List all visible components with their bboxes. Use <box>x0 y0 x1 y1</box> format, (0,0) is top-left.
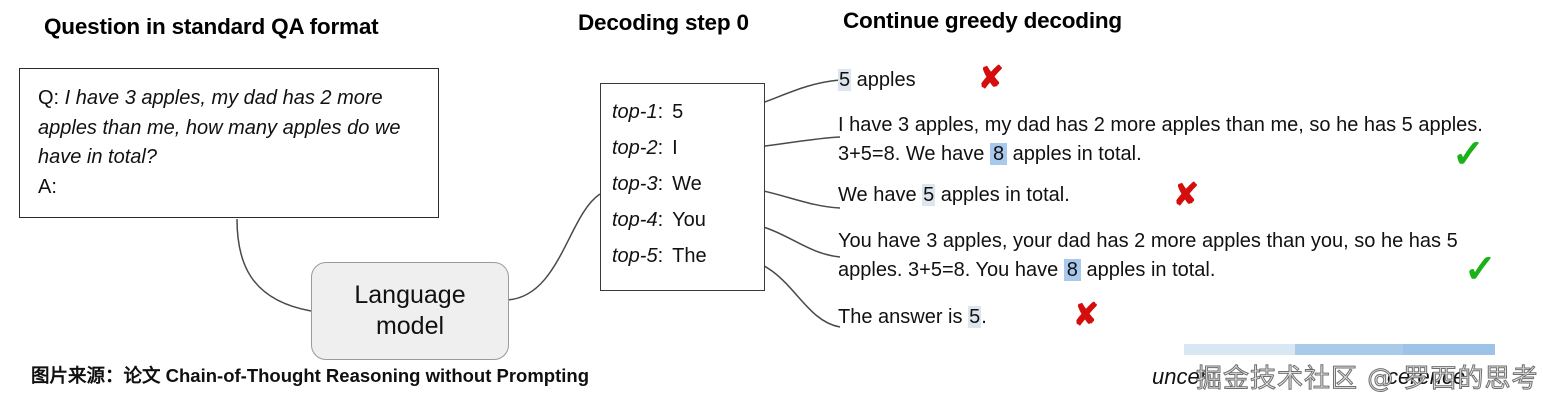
topk-colon: : <box>657 136 664 159</box>
uncertain-label: uncer <box>1152 364 1208 389</box>
topk-colon: : <box>657 208 664 231</box>
confidence-bar <box>1295 344 1403 355</box>
confidence-bar <box>1403 344 1495 355</box>
watermark-overlay: 掘金技术社区 @ 罗西的思考 <box>1196 364 1539 395</box>
language-model-line1: Language <box>354 281 466 309</box>
source-caption: 图片来源：论文 Chain-of-Thought Reasoning witho… <box>31 365 590 386</box>
continuation-row: I have 3 apples, my dad has 2 more apple… <box>838 111 1493 168</box>
continuation-row: We have 5 apples in total. <box>838 181 1168 210</box>
topk-token: 5 <box>672 100 684 123</box>
topk-colon: : <box>657 244 664 267</box>
header-question: Question in standard QA format <box>44 14 379 39</box>
qa-prefix: Q: <box>38 87 65 109</box>
qa-question-text: I have 3 apples, my dad has 2 more apple… <box>38 87 401 168</box>
topk-rank-label: top-5 <box>612 244 658 267</box>
topk-rank-label: top-1 <box>612 100 658 123</box>
highlighted-token: 8 <box>989 142 1008 165</box>
topk-candidates-box <box>600 83 765 291</box>
topk-token: You <box>672 208 706 231</box>
topk-row-4: top-4: You <box>612 202 772 238</box>
continuation-text: You have 3 apples, your dad has 2 more a… <box>838 230 1458 281</box>
highlighted-token: 5 <box>968 306 982 328</box>
header-continue-greedy-decoding: Continue greedy decoding <box>843 8 1122 33</box>
language-model-node[interactable]: Language model <box>311 262 509 360</box>
cross-icon: ✘ <box>1173 177 1199 212</box>
continuation-text: apples in total. <box>1007 142 1142 165</box>
continuation-row: 5 apples <box>838 66 1138 95</box>
check-icon: ✓ <box>1452 133 1485 176</box>
continuation-text: We have <box>838 184 923 206</box>
language-model-label: Language model <box>354 280 465 342</box>
qa-prompt-box <box>19 68 439 218</box>
check-icon: ✓ <box>1464 248 1497 291</box>
wire-lm-to-topk <box>506 193 601 301</box>
topk-row-3: top-3: We <box>612 166 772 202</box>
continuation-text: . <box>981 306 987 328</box>
confidence-bar <box>1184 344 1295 355</box>
confidence-label: cerence <box>1387 364 1466 389</box>
continuation-text: apples <box>851 69 916 91</box>
continuation-text: I have 3 apples, my dad has 2 more apple… <box>838 114 1483 165</box>
highlighted-token: 5 <box>922 184 936 206</box>
topk-row-2: top-2: I <box>612 130 772 166</box>
continuation-row: You have 3 apples, your dad has 2 more a… <box>838 227 1503 284</box>
topk-token: We <box>672 172 702 195</box>
topk-row-1: top-1:5 <box>612 94 772 130</box>
topk-token: The <box>672 244 707 267</box>
topk-rank-label: top-4 <box>612 208 658 231</box>
topk-token: I <box>672 136 678 159</box>
header-decoding-step: Decoding step 0 <box>578 10 749 35</box>
topk-row-5: top-5: The <box>612 238 772 274</box>
continuation-text: The answer is <box>838 306 969 328</box>
highlighted-token: 5 <box>838 69 852 91</box>
wire-qa-to-lm <box>236 218 312 312</box>
topk-colon: : <box>657 100 664 123</box>
cross-icon: ✘ <box>978 60 1004 95</box>
continuation-text: apples in total. <box>1080 258 1216 281</box>
language-model-line2: model <box>375 312 445 340</box>
continuation-text: apples in total. <box>935 184 1070 206</box>
cross-icon: ✘ <box>1073 297 1099 332</box>
highlighted-token: 8 <box>1063 258 1081 281</box>
topk-colon: : <box>657 172 664 195</box>
continuation-row: The answer is 5. <box>838 303 1138 332</box>
qa-prompt-text: Q: I have 3 apples, my dad has 2 more ap… <box>38 84 430 202</box>
qa-answer-prefix: A: <box>38 175 57 198</box>
topk-rank-label: top-2 <box>612 136 658 159</box>
topk-rank-label: top-3 <box>612 172 658 195</box>
